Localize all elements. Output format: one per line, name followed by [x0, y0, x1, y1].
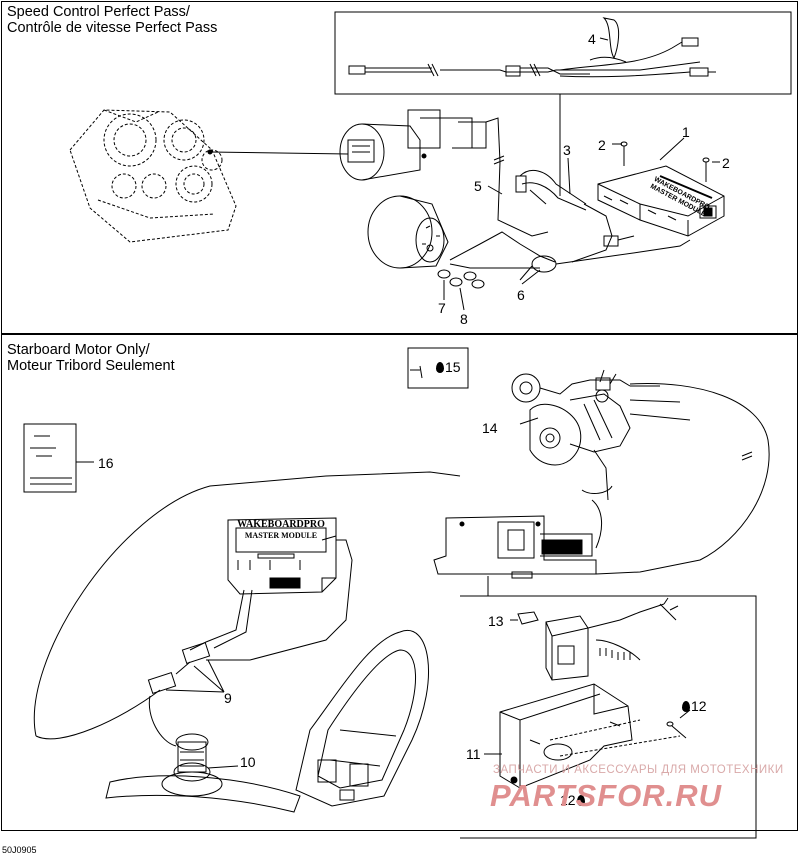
mounting-bracket-upper [433, 485, 613, 579]
drop-icon [682, 701, 690, 712]
title-line: Moteur Tribord Seulement [7, 358, 175, 374]
leader-14 [519, 417, 539, 425]
module-label-line: WAKEBOARDPRO [237, 519, 325, 530]
callout-10: 10 [240, 754, 256, 770]
throttle-assembly [511, 369, 691, 466]
relay-box [545, 597, 679, 681]
callout-12: 12 [682, 698, 707, 714]
screw-12 [666, 721, 687, 739]
callout-7: 7 [438, 300, 446, 316]
boat-hull [295, 629, 429, 807]
wire-display [485, 117, 549, 237]
harness-wire [348, 17, 716, 78]
leader-9 [165, 659, 225, 693]
cable-tie-4 [602, 17, 620, 60]
drawing-code: 50J0905 [2, 845, 37, 855]
module-label-line: MASTER MODULE [244, 531, 318, 540]
section-title-bottom: Starboard Motor Only/ Moteur Tribord Seu… [7, 342, 175, 374]
callout-leaders-top [443, 37, 720, 311]
wire-tach [449, 231, 556, 263]
wire-module-out [571, 203, 613, 263]
title-line: Starboard Motor Only/ [7, 342, 150, 358]
screw-2a [620, 141, 628, 166]
speed-sensor [105, 733, 301, 813]
callout-11: 11 [466, 746, 481, 762]
callout-12b: 12 [560, 792, 586, 808]
title-line: Speed Control Perfect Pass/ [7, 4, 190, 20]
callout-12b-text: 12 [560, 792, 576, 808]
harness-3 [515, 169, 587, 211]
callout-5: 5 [474, 178, 482, 194]
bracket-inset-outline [460, 595, 757, 839]
watermark-logo: PARTSFOR.RU [490, 778, 723, 813]
drop-icon [576, 795, 585, 806]
callout-14: 14 [482, 420, 498, 436]
leader-12 [679, 709, 691, 719]
bottom-panel [1, 334, 798, 831]
dashboard-gauge-cluster [69, 109, 237, 243]
leader-10 [207, 765, 239, 769]
connectors-9 [147, 642, 211, 694]
harness-9a [189, 589, 245, 651]
bracket-11 [499, 683, 681, 789]
speed-control-display [339, 109, 487, 181]
drop-icon [436, 362, 444, 373]
callout-4: 4 [588, 31, 596, 47]
callout-15-text: 15 [445, 359, 461, 375]
callout-8: 8 [460, 311, 468, 327]
pad-13 [517, 611, 539, 625]
harness-inset-box [334, 11, 792, 95]
callout-9: 9 [224, 690, 232, 706]
inline-fuse [519, 239, 691, 281]
top-panel [1, 1, 798, 334]
tachometer-gauge [367, 195, 449, 269]
callout-6: 6 [517, 287, 525, 303]
callout-3: 3 [563, 142, 571, 158]
washers-nuts [437, 269, 485, 289]
master-module-lower [206, 517, 353, 661]
screw-inset-box [407, 347, 469, 389]
module-label-lower: WAKEBOARDPRO MASTER MODULE [236, 519, 326, 541]
master-module-top [597, 165, 725, 237]
callout-12-text: 12 [691, 698, 707, 714]
title-line: Contrôle de vitesse Perfect Pass [7, 20, 218, 36]
lead-left [33, 471, 461, 737]
section-title-top: Speed Control Perfect Pass/ Contrôle de … [7, 4, 217, 36]
callout-2b: 2 [722, 155, 730, 171]
manual-document [23, 423, 77, 493]
leader-gauge [209, 151, 349, 155]
callout-16: 16 [98, 455, 114, 471]
callout-15: 15 [436, 359, 461, 375]
callout-13: 13 [488, 613, 504, 629]
cable-right [595, 383, 770, 575]
screw-2b [702, 157, 710, 182]
callout-2a: 2 [598, 137, 606, 153]
screw-15 [410, 365, 423, 379]
watermark-tagline: ЗАПЧАСТИ И АКСЕССУАРЫ ДЛЯ МОТОТЕХНИКИ [493, 764, 784, 776]
callout-1: 1 [682, 124, 690, 140]
